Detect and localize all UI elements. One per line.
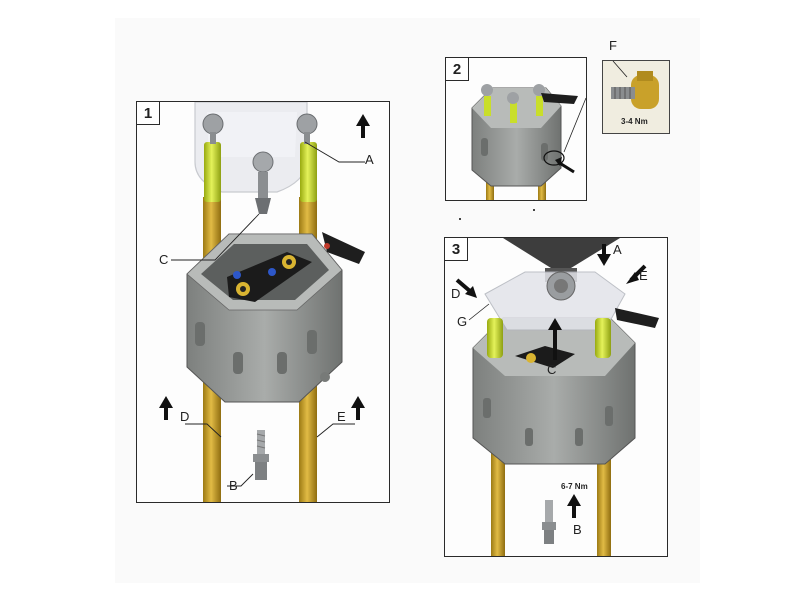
sleeve-left (204, 142, 221, 202)
callout-c: C (547, 362, 557, 377)
step-1-number: 1 (137, 102, 160, 125)
detail-magnifier: 3-4 Nm (602, 60, 670, 134)
ball-stud-c (252, 151, 274, 214)
ball-head-left (202, 113, 224, 135)
step-2-panel: 2 (445, 57, 587, 201)
callout-e: E (639, 268, 648, 283)
callout-a: A (365, 152, 374, 167)
callout-g: G (457, 314, 468, 329)
callout-e: E (337, 409, 346, 424)
callout-a: A (613, 242, 622, 257)
callout-b: B (573, 522, 582, 537)
torque-6-7: 6-7 Nm (561, 482, 588, 491)
step-1-illustration (159, 102, 370, 502)
step-1-panel: 1 (136, 101, 390, 503)
step-3-panel: 3 (444, 237, 668, 557)
callout-b: B (229, 478, 238, 493)
step-3-number: 3 (445, 238, 468, 261)
callout-f: F (609, 38, 617, 53)
step-3-illustration (455, 238, 659, 556)
arrow-up-d (159, 396, 173, 420)
valve-housing (186, 232, 365, 403)
step-2-illustration (471, 84, 586, 200)
dot-mark (533, 209, 535, 211)
torque-3-4: 3-4 Nm (621, 117, 648, 126)
dot-mark (459, 218, 461, 220)
callout-d: D (451, 286, 461, 301)
arrow-up-e (351, 396, 365, 420)
leader-lines (171, 141, 365, 487)
sleeve-right (300, 142, 317, 202)
ball-head-right (296, 113, 318, 135)
callout-d: D (180, 409, 190, 424)
callout-c: C (159, 252, 169, 267)
step-2-number: 2 (446, 58, 469, 81)
bolt-b (253, 430, 269, 480)
arrow-up-a (356, 114, 370, 138)
